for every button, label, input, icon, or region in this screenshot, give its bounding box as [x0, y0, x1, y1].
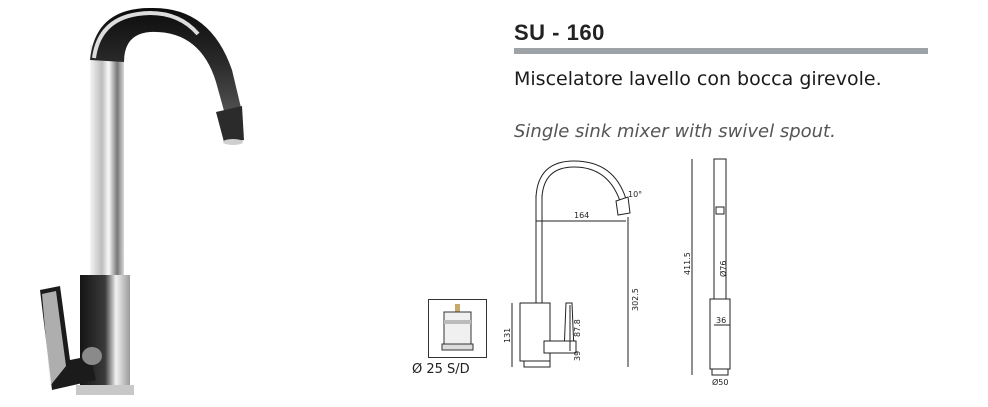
description-italian: Miscelatore lavello con bocca girevole.	[514, 68, 882, 90]
cartridge-icon	[441, 304, 474, 351]
dim-handle-height: 87.8	[573, 319, 582, 337]
dim-handle-offset: 39	[573, 351, 582, 361]
product-code: SU - 160	[514, 20, 605, 45]
cartridge-illustration	[428, 299, 487, 358]
dim-body-height: 131	[504, 328, 512, 343]
title-rule	[514, 48, 928, 54]
product-photo	[40, 7, 244, 395]
side-technical-drawing: 411.5 Ø76 36 Ø50	[683, 158, 731, 387]
dim-base-diameter: Ø50	[712, 377, 728, 387]
front-technical-drawing: 164 10° 302.5 131 87.8 39	[504, 160, 642, 368]
dim-height-to-spout: 302.5	[631, 288, 640, 311]
dim-total-height: 411.5	[683, 252, 692, 275]
dim-swivel-angle: 10°	[628, 190, 642, 199]
dim-body-width: 36	[716, 316, 726, 325]
dim-column-diameter: Ø76	[718, 261, 728, 277]
description-english: Single sink mixer with swivel spout.	[514, 121, 836, 142]
cartridge-label: Ø 25 S/D	[412, 362, 470, 377]
dim-spout-reach: 164	[574, 211, 589, 220]
